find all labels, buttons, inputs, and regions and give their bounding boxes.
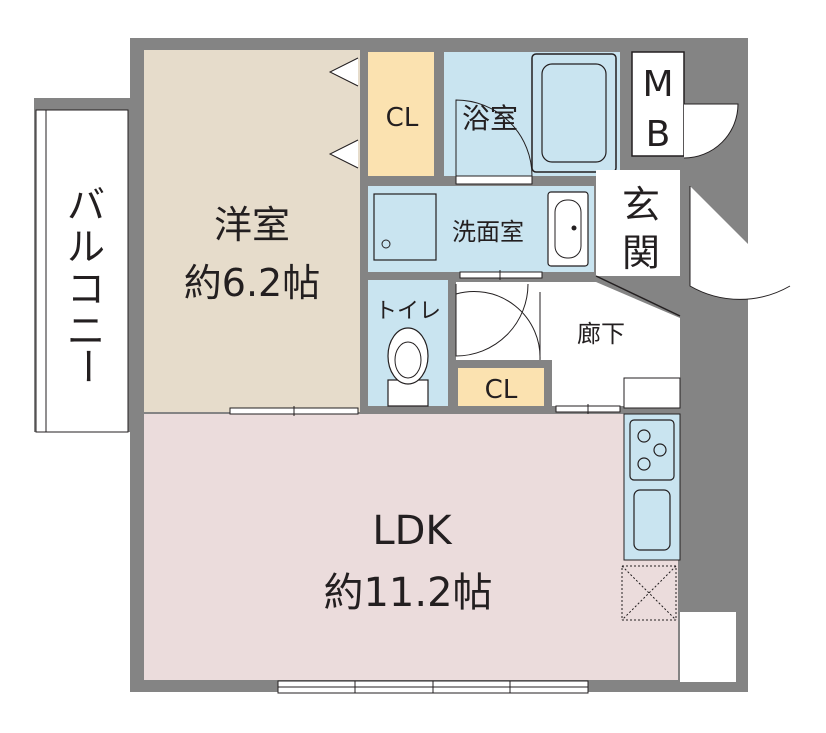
hallway-door-swing [455, 290, 541, 361]
hallway-label: 廊下 [577, 320, 625, 348]
closet-door-icon [328, 57, 359, 87]
washroom-label: 洗面室 [452, 218, 524, 246]
entrance-step-line [595, 275, 681, 317]
bathroom-label: 浴室 [462, 102, 518, 135]
closet-door-icon [328, 139, 359, 169]
hallway-floor [456, 282, 680, 406]
vanity-basin [554, 199, 582, 259]
western-room-name: 洋室 [214, 203, 290, 247]
bathroom-door-swing [455, 99, 533, 177]
balcony [35, 109, 129, 433]
fridge-space [623, 377, 681, 409]
ldk-floor [144, 414, 678, 680]
meter-box-label-1: M [642, 64, 673, 105]
washing-machine-icon [373, 193, 437, 261]
storage-x-icon [621, 565, 677, 621]
western-room-size: 約6.2帖 [184, 261, 320, 305]
balcony-label-2: ル [67, 225, 105, 269]
bottom-window [277, 680, 589, 694]
entrance-door-swing [689, 186, 791, 300]
drain-icon [381, 239, 391, 249]
kitchen-sink-icon [633, 489, 671, 551]
burner-icon [653, 443, 667, 457]
toilet-label: トイレ [375, 299, 441, 324]
burner-icon [637, 429, 651, 443]
faucet-icon [571, 225, 577, 231]
burner-icon [637, 457, 651, 471]
closet-lower-floor [458, 368, 544, 406]
toilet-door-swing [455, 283, 529, 357]
hallway-ldk-door [555, 404, 621, 414]
closet-lower-label: CL [485, 375, 518, 405]
balcony-label-5: ー [65, 347, 109, 385]
stove-icon [629, 419, 675, 481]
ldk-notch [680, 612, 736, 682]
bathroom-door [455, 175, 533, 185]
entrance-floor [596, 170, 680, 276]
entrance-label-1: 玄 [622, 183, 660, 227]
partition-sliding-door [229, 406, 359, 416]
western-room-floor [144, 50, 360, 412]
entrance-label-2: 関 [622, 231, 660, 275]
meter-box-label-2: B [646, 114, 671, 155]
closet-upper-label: CL [386, 103, 419, 133]
meter-box-panel [631, 51, 685, 157]
balcony-label-1: バ [67, 183, 105, 227]
balcony-label-4: ニ [67, 309, 105, 353]
balcony-label-3: コ [67, 267, 105, 311]
ldk-name: LDK [372, 508, 453, 554]
ldk-size: 約11.2帖 [323, 570, 492, 616]
washroom-sliding-door [459, 270, 543, 280]
mb-door-swing [683, 103, 739, 159]
bathtub-inner [541, 63, 607, 163]
closet-upper-floor [368, 52, 434, 176]
toilet-seat [394, 341, 422, 379]
balcony-floor [35, 109, 129, 433]
